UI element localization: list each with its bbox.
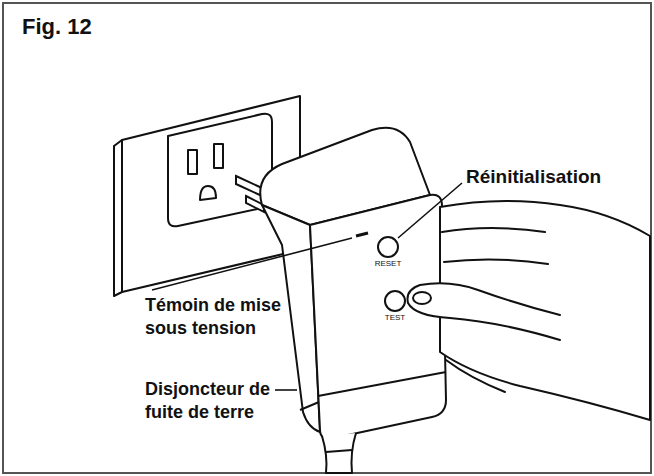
hand <box>408 201 651 420</box>
outlet <box>168 114 272 227</box>
thumbnail <box>413 292 431 304</box>
leader-line <box>398 183 462 238</box>
leader-line <box>152 238 352 290</box>
leader-line <box>275 389 297 391</box>
button-label: RESET <box>375 259 402 268</box>
power-light <box>356 233 368 236</box>
test-button <box>385 291 405 311</box>
figure-frame <box>3 3 651 473</box>
part-label: Disjoncteur de fuite de terre <box>145 378 275 424</box>
reset-button <box>378 237 398 257</box>
button-label: TEST <box>385 313 405 322</box>
leader-lines <box>152 183 462 390</box>
figure-title: Fig. 12 <box>22 14 92 40</box>
thumb <box>408 283 561 340</box>
gfci-body <box>260 128 446 473</box>
part-label: Témoin de mise sous tension <box>145 294 295 340</box>
part-label: Réinitialisation <box>466 166 636 188</box>
